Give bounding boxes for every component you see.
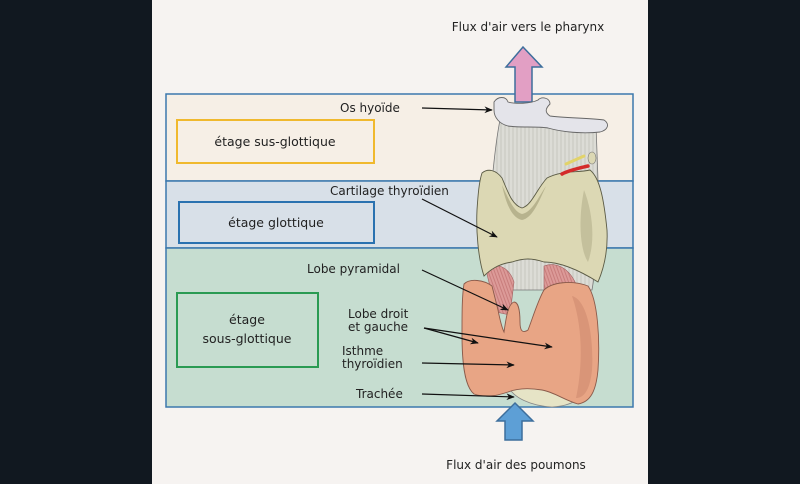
annotation-lobe-pyramidal: Lobe pyramidal <box>307 262 400 276</box>
leader-isthme <box>421 361 515 369</box>
superior-horn <box>587 151 597 165</box>
annotation-thyroidien: thyroïdien <box>342 357 403 371</box>
larynx-illustration <box>461 97 608 408</box>
airflow-up-arrow-icon <box>504 45 544 103</box>
annotation-lobe-droit: Lobe droit <box>348 307 409 321</box>
label-sous-glottique-line2: sous-glottique <box>203 331 292 346</box>
leader-os-hyoide <box>421 106 493 114</box>
caption-from-lungs: Flux d'air des poumons <box>446 458 586 472</box>
box-glottique <box>178 201 375 244</box>
annotation-os-hyoide: Os hyoïde <box>340 101 400 115</box>
label-glottique: étage glottique <box>228 215 324 230</box>
larynx-diagram: étage sus-glottique étage glottique étag… <box>165 20 634 472</box>
cartilage-side-shadow <box>580 190 593 262</box>
leader-trachee <box>421 393 515 401</box>
superior-thyroid-artery <box>560 164 590 176</box>
airflow-from-lungs-arrow-icon <box>495 401 535 441</box>
label-sus-glottique: étage sus-glottique <box>214 134 335 149</box>
caption-to-pharynx: Flux d'air vers le pharynx <box>452 20 604 34</box>
diagram-canvas: étage sus-glottique étage glottique étag… <box>152 0 648 484</box>
leader-cartilage <box>421 198 498 238</box>
annotation-isthme: Isthme <box>342 344 383 358</box>
thyroid-cartilage <box>476 169 608 283</box>
thyroid-lobe-shading <box>572 296 593 398</box>
label-sous-glottique-line1: étage <box>229 312 265 327</box>
hyoid-bone <box>493 97 608 134</box>
leader-lobe-pyramidal <box>421 269 509 311</box>
leader-lobe-gauche <box>423 327 479 345</box>
annotation-trachee: Trachée <box>355 387 403 401</box>
leader-lobe-droit <box>423 327 553 350</box>
superior-laryngeal-nerve <box>564 154 586 166</box>
annotation-et-gauche: et gauche <box>348 320 408 334</box>
box-sous-glottique <box>176 292 319 368</box>
cartilage-notch-shadow <box>502 185 546 220</box>
box-sus-glottique <box>176 119 375 164</box>
annotation-cartilage-thyroidien: Cartilage thyroïdien <box>330 184 449 198</box>
